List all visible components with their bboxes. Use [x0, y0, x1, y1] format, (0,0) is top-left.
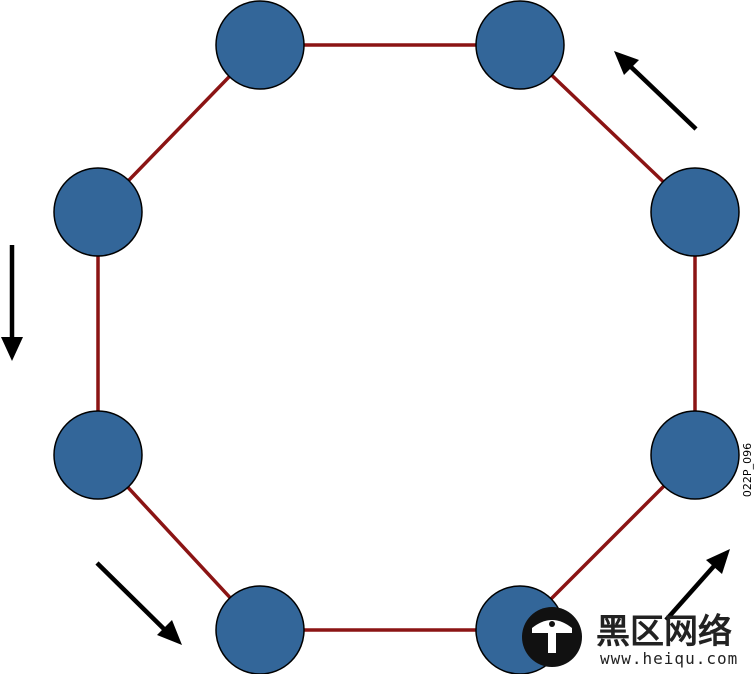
ring-link-path [96, 43, 697, 632]
ring-node-1 [215, 0, 305, 90]
ring-node-6 [215, 585, 305, 674]
ring-node-2 [475, 0, 565, 90]
ring-node-7 [53, 410, 143, 500]
ring-node-3 [650, 167, 740, 257]
ring-node-8 [53, 167, 143, 257]
figure-id: 022P_096 [741, 443, 754, 497]
watermark: 黑区网络 www.heiqu.com [522, 607, 738, 668]
watermark-text: 黑区网络 [596, 612, 732, 652]
arrow-bottom-left [95, 561, 182, 645]
arrow-left [1, 245, 23, 361]
watermark-url: www.heiqu.com [600, 649, 738, 668]
watermark-logo-icon [522, 607, 582, 667]
arrow-top-right [614, 51, 698, 131]
ring-node-4 [650, 410, 740, 500]
arrow-bottom-right [664, 549, 730, 622]
